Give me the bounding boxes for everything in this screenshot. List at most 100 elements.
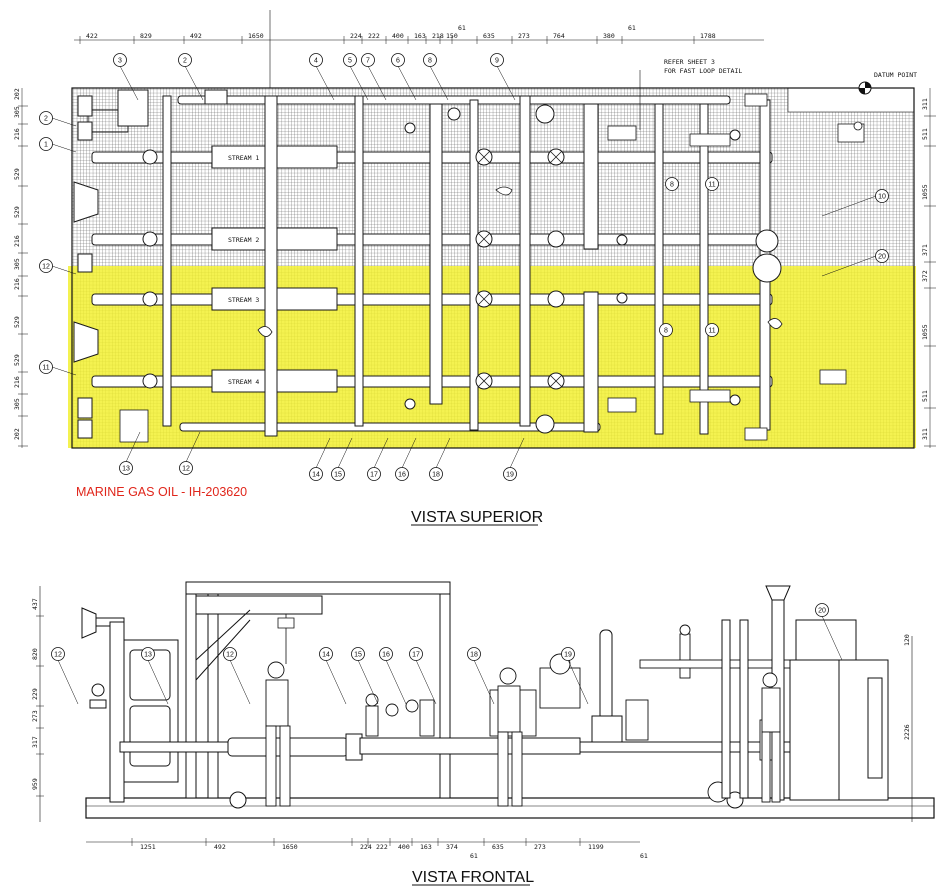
callout-bubble: 19	[503, 467, 517, 481]
top-dim-label: 829	[140, 32, 152, 40]
svg-text:13: 13	[144, 652, 152, 659]
right-dim-label: 1055	[921, 184, 929, 200]
highlighted-region	[68, 266, 916, 448]
front-sub-dim-label: 61	[640, 852, 648, 860]
svg-text:16: 16	[398, 472, 406, 479]
callout-bubble: 20	[815, 603, 829, 617]
front-left-dim-label: 959	[31, 778, 39, 790]
callout-bubble: 16	[395, 467, 409, 481]
note-line-2: FOR FAST LOOP DETAIL	[664, 67, 742, 75]
callout-bubble: 13	[119, 461, 133, 475]
callout-bubble: 15	[331, 467, 345, 481]
front-right-dim-label: 2226	[903, 724, 911, 740]
svg-text:3: 3	[118, 58, 122, 65]
callout-bubble: 11	[705, 323, 719, 337]
left-inlets	[73, 95, 99, 439]
svg-text:16: 16	[382, 652, 390, 659]
front-left-dim-label: 820	[31, 648, 39, 660]
callout-bubble: 10	[875, 189, 889, 203]
front-left-dim-label: 437	[31, 598, 39, 610]
top-dim-label: 273	[518, 32, 530, 40]
callout-bubble: 19	[561, 647, 575, 661]
svg-text:9: 9	[495, 58, 499, 65]
callout-bubble: 13	[141, 647, 155, 661]
drawing-subtitle: MARINE GAS OIL - IH-203620	[76, 485, 247, 499]
right-dim-label: 1055	[921, 324, 929, 340]
stream-4-label: STREAM 4	[228, 378, 259, 386]
top-dim-label: 1788	[700, 32, 716, 40]
svg-text:6: 6	[396, 58, 400, 65]
top-dim-label: 422	[86, 32, 98, 40]
callout-bubble: 18	[467, 647, 481, 661]
svg-text:10: 10	[878, 194, 886, 201]
left-dim-label: 529	[13, 206, 21, 218]
left-dim-label: 305	[13, 398, 21, 410]
callout-bubble: 14	[309, 467, 323, 481]
front-bottom-dim-label: 222	[376, 843, 388, 851]
callout-bubble: 3	[113, 53, 127, 67]
svg-text:12: 12	[182, 466, 190, 473]
front-bottom-dim-label: 1650	[282, 843, 298, 851]
svg-text:8: 8	[670, 182, 674, 189]
left-equipment	[81, 607, 179, 803]
svg-text:8: 8	[664, 328, 668, 335]
front-left-dim-label: 229	[31, 688, 39, 700]
callout-bubble: 1	[39, 137, 53, 151]
svg-text:5: 5	[348, 58, 352, 65]
callout-bubble: 11	[39, 360, 53, 374]
left-dim-label: 216	[13, 235, 21, 247]
front-right-dimensions: 120 2226	[903, 634, 911, 740]
lifting-lug-right	[726, 791, 744, 809]
callout-bubble: 6	[391, 53, 405, 67]
svg-text:19: 19	[506, 472, 514, 479]
svg-text:2: 2	[44, 116, 48, 123]
right-dim-label: 371	[921, 244, 929, 256]
front-right-dim-label: 120	[903, 634, 911, 646]
svg-text:2: 2	[183, 58, 187, 65]
front-left-dim-label: 317	[31, 736, 39, 748]
left-dim-label: 202	[13, 428, 21, 440]
callout-bubble: 12	[223, 647, 237, 661]
left-dim-label: 216	[13, 278, 21, 290]
callout-bubble: 11	[705, 177, 719, 191]
callout-bubble: 16	[379, 647, 393, 661]
svg-text:12: 12	[54, 652, 62, 659]
valve-hatches	[477, 150, 563, 388]
callout-bubble: 8	[423, 53, 437, 67]
svg-text:19: 19	[564, 652, 572, 659]
process-pipe	[119, 629, 801, 761]
top-dim-label: 635	[483, 32, 495, 40]
front-bottom-dim-label: 374	[446, 843, 458, 851]
callout-bubble: 9	[490, 53, 504, 67]
top-dim-label: 224	[350, 32, 362, 40]
left-dim-label: 529	[13, 354, 21, 366]
callout-bubble: 14	[319, 647, 333, 661]
svg-text:15: 15	[354, 652, 362, 659]
top-dim-label: 380	[603, 32, 615, 40]
left-dim-label: 216	[13, 376, 21, 388]
top-dim-label: 61	[628, 24, 636, 32]
datum-point-label: DATUM POINT	[874, 71, 917, 79]
svg-text:17: 17	[370, 472, 378, 479]
callout-bubble: 20	[875, 249, 889, 263]
lifting-lug-left	[229, 791, 247, 809]
portal-frame	[185, 581, 451, 799]
svg-text:8: 8	[428, 58, 432, 65]
front-bottom-dim-label: 1199	[588, 843, 604, 851]
chain-hoist-icon	[277, 614, 295, 664]
note-line-1: REFER SHEET 3	[664, 58, 715, 66]
front-view-caption: VISTA FRONTAL	[412, 869, 534, 886]
callout-bubble: 18	[429, 467, 443, 481]
callout-bubble: 15	[351, 647, 365, 661]
callout-bubble: 2	[178, 53, 192, 67]
svg-text:1: 1	[44, 142, 48, 149]
left-dim-label: 529	[13, 168, 21, 180]
front-bottom-dim-label: 635	[492, 843, 504, 851]
top-dim-label: 1650	[248, 32, 264, 40]
top-view-caption: VISTA SUPERIOR	[411, 509, 543, 526]
